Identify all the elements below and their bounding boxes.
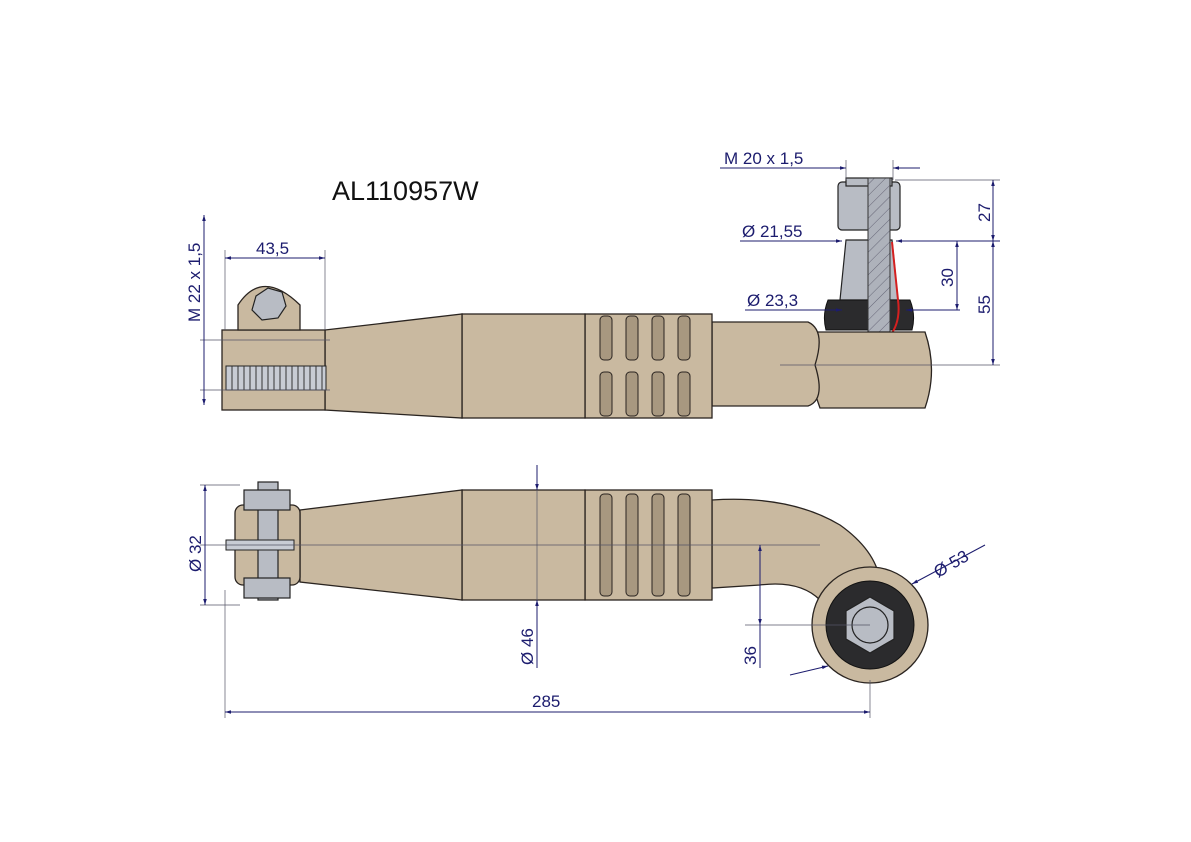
- dim-dia-53: Ø 53: [931, 547, 972, 582]
- dim-thread-stud: M 20 x 1,5: [724, 149, 803, 168]
- dim-dia-46: Ø 46: [518, 628, 537, 665]
- dim-dia-23-3: Ø 23,3: [747, 291, 798, 310]
- thread-section: [225, 365, 327, 391]
- dim-dia-32: Ø 32: [186, 535, 205, 572]
- dim-h36: 36: [741, 646, 760, 665]
- dim-h27: 27: [975, 203, 994, 222]
- dim-h55: 55: [975, 295, 994, 314]
- dim-thread-tube: M 22 x 1,5: [185, 243, 204, 322]
- dim-clamp-length: 43,5: [256, 239, 289, 258]
- grooves: [599, 315, 691, 417]
- neck: [711, 321, 820, 407]
- dim-overall-length: 285: [532, 692, 560, 711]
- ball-socket-head: [808, 331, 933, 409]
- top-view: M 22 x 1,5 43,5 M 20 x 1,5 Ø 21,55 Ø 23,…: [185, 149, 1000, 419]
- tube: [461, 313, 586, 419]
- taper: [324, 313, 463, 419]
- clamp-bolt-head: [251, 287, 287, 321]
- dim-h30: 30: [938, 268, 957, 287]
- elbow: [711, 498, 881, 601]
- bottom-view: Ø 32 Ø 46 36 Ø 53 285: [186, 465, 986, 718]
- dim-dia-21-55: Ø 21,55: [742, 222, 803, 241]
- part-number-title: AL110957W: [332, 176, 479, 206]
